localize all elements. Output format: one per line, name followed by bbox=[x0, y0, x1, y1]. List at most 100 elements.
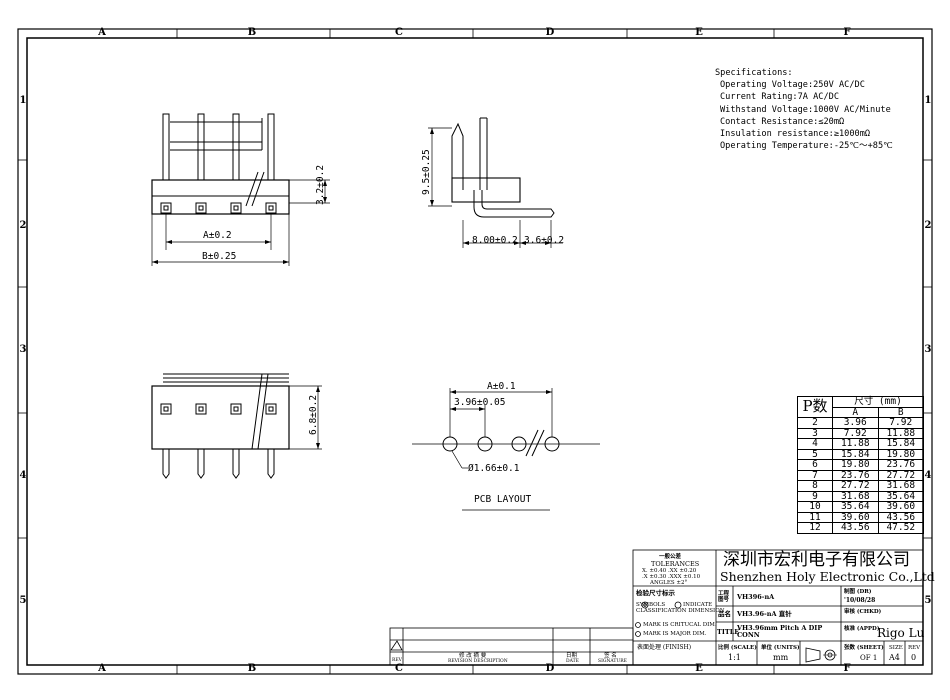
table-cell-b: 39.60 bbox=[877, 501, 924, 513]
indicate-label: INDICATE bbox=[683, 602, 713, 608]
pcb-hole-label: Ø1.66±0.1 bbox=[468, 463, 520, 474]
a-dim-label: A±0.2 bbox=[203, 230, 232, 241]
tolerance-line-2: .X ±0.30 .XXX ±0.10 bbox=[642, 574, 701, 580]
signature-en: SIGNATURE bbox=[598, 659, 627, 664]
size-value: A4 bbox=[889, 653, 900, 662]
symbols-label: SYMBOLS bbox=[636, 602, 666, 608]
table-cell-b: 23.76 bbox=[877, 459, 924, 471]
size-header: 尺寸 (mm) bbox=[832, 396, 924, 408]
spec-line: Operating Temperature:-25℃～+85℃ bbox=[720, 141, 893, 152]
specs-title: Specifications: bbox=[715, 68, 793, 78]
table-cell-a: 7.92 bbox=[832, 427, 879, 439]
zone-row-1-right: 1 bbox=[924, 95, 932, 106]
zone-col-c-top: C bbox=[395, 27, 403, 38]
spec-line: Withstand Voltage:1000V AC/Minute bbox=[720, 104, 891, 115]
company-name-cn: 深圳市宏利电子有限公司 bbox=[723, 550, 910, 570]
name-label: 品名 bbox=[718, 610, 731, 618]
side-height-label: 9.5±0.25 bbox=[421, 149, 432, 195]
zone-row-4-right: 4 bbox=[924, 470, 932, 481]
zone-col-d-bottom: D bbox=[545, 663, 555, 674]
front-pins bbox=[162, 113, 275, 181]
tolerance-line-3: ANGLES ±2° bbox=[650, 580, 688, 586]
critical-label: MARK IS CRITUCAL DIM. bbox=[643, 622, 717, 628]
unit-value: mm bbox=[773, 653, 789, 662]
company-name-en: Shenzhen Holy Electronic Co.,Ltd bbox=[720, 569, 935, 584]
checked-label: 审核 (CHKD) bbox=[844, 609, 882, 615]
spec-line: Operating Voltage:250V AC/DC bbox=[720, 80, 865, 91]
inspect-label: 检验尺寸标示 bbox=[636, 589, 675, 597]
zone-col-f-top: F bbox=[843, 27, 851, 38]
drawing-no: VH396-nA bbox=[737, 593, 775, 601]
title-label: TITLE bbox=[717, 628, 740, 636]
drawn-date: '10/08/28 bbox=[844, 597, 876, 604]
zone-col-e-bottom: E bbox=[695, 663, 703, 674]
zone-row-1-left: 1 bbox=[19, 95, 27, 106]
table-cell-b: 47.52 bbox=[877, 522, 924, 534]
size-label: SIZE bbox=[889, 645, 903, 651]
table-cell-a: 11.88 bbox=[832, 438, 879, 450]
col-b-header: B bbox=[877, 406, 924, 418]
top-contacts bbox=[160, 403, 277, 415]
revision-desc-en: REVISION DESCRIPTION bbox=[448, 659, 508, 664]
pcb-layout bbox=[412, 388, 600, 511]
zone-col-c-bottom: C bbox=[395, 663, 403, 674]
drawn-label: 制图 (DR) bbox=[844, 589, 872, 595]
table-cell-p: 2 bbox=[797, 417, 833, 429]
zone-row-3-right: 3 bbox=[924, 344, 932, 355]
zone-col-d-top: D bbox=[545, 27, 555, 38]
revision-desc-label: 修 改 摘 要 bbox=[459, 653, 487, 659]
front-contacts bbox=[160, 202, 277, 214]
zone-col-a-bottom: A bbox=[98, 663, 106, 674]
table-cell-p: 11 bbox=[797, 511, 833, 523]
title-block-frame bbox=[389, 549, 924, 666]
table-cell-a: 39.60 bbox=[832, 511, 879, 523]
classification-label: CLASSIFICATION DIMENSION bbox=[636, 608, 725, 614]
zone-col-f-bottom: F bbox=[843, 663, 851, 674]
side-view bbox=[428, 117, 563, 248]
zone-row-5-right: 5 bbox=[924, 595, 932, 606]
table-cell-b: 7.92 bbox=[877, 417, 924, 429]
table-cell-a: 27.72 bbox=[832, 480, 879, 492]
zone-col-a-top: A bbox=[98, 27, 106, 38]
zone-col-e-top: E bbox=[695, 27, 703, 38]
spec-line: Current Rating:7A AC/DC bbox=[720, 92, 839, 103]
title-line-1: VH3.96mm Pitch A DIP bbox=[737, 624, 823, 632]
table-cell-p: 5 bbox=[797, 448, 833, 460]
signature-label: 签 名 bbox=[604, 653, 617, 659]
tolerance-cn: 一般公差 bbox=[659, 554, 682, 560]
pcb-title: PCB LAYOUT bbox=[474, 494, 531, 505]
table-cell-a: 3.96 bbox=[832, 417, 879, 429]
zone-col-b-bottom: B bbox=[247, 663, 257, 674]
table-cell-b: 11.88 bbox=[877, 427, 924, 439]
table-cell-a: 31.68 bbox=[832, 490, 879, 502]
table-cell-b: 15.84 bbox=[877, 438, 924, 450]
sheet-label: 张数 (SHEET) bbox=[844, 645, 884, 651]
scale-value: 1:1 bbox=[728, 653, 741, 662]
b-dim-label: B±0.25 bbox=[202, 251, 236, 262]
zone-row-2-right: 2 bbox=[924, 220, 932, 231]
front-height-label: 3.2±0.2 bbox=[315, 165, 326, 205]
pcb-pitch-label: 3.96±0.05 bbox=[454, 397, 505, 408]
zone-col-b-top: B bbox=[247, 27, 257, 38]
table-cell-p: 8 bbox=[797, 480, 833, 492]
rev-label: REV bbox=[908, 645, 921, 651]
zone-row-4-left: 4 bbox=[19, 470, 27, 481]
table-cell-b: 31.68 bbox=[877, 480, 924, 492]
specifications-block: Specifications: Operating Voltage:250V A… bbox=[715, 67, 893, 152]
rev-value: 0 bbox=[911, 653, 917, 662]
pcb-a-label: A±0.1 bbox=[487, 381, 516, 392]
table-cell-a: 19.80 bbox=[832, 459, 879, 471]
zone-row-2-left: 2 bbox=[19, 220, 27, 231]
table-cell-p: 3 bbox=[797, 427, 833, 439]
col-a-header: A bbox=[832, 406, 879, 418]
